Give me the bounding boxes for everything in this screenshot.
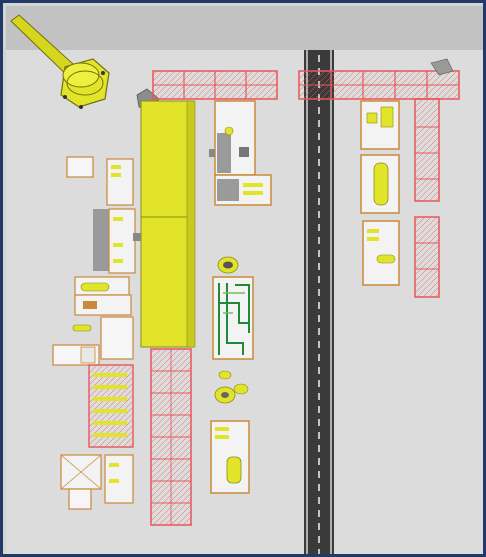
process-module-center-1: [214, 100, 256, 176]
flare-stack-bolt: [101, 71, 105, 75]
yellow-block-upper: [140, 100, 194, 218]
process-module-right-3: [362, 220, 400, 286]
vertical-vessel: [226, 456, 242, 484]
process-module-left-2: [93, 208, 136, 274]
process-module-left-1: [66, 156, 134, 206]
rotating-equipment: [214, 370, 249, 404]
vertical-vessel: [373, 162, 389, 206]
process-module-left-5: [60, 454, 134, 510]
process-module-right-1: [360, 100, 400, 150]
process-module-left-4: [52, 316, 134, 366]
pipe-rack-top-left: [152, 70, 278, 100]
grey-fitting: [133, 233, 141, 241]
horizontal-vessel: [72, 324, 92, 332]
top-band: [6, 6, 483, 50]
flare-stack-ring: [66, 70, 104, 96]
pipe-rack-top-right: [298, 58, 460, 100]
piping-module: [212, 256, 254, 360]
main-equipment-block: [140, 100, 196, 348]
process-module-right-2: [360, 154, 400, 214]
horizontal-vessel: [376, 254, 396, 264]
process-module-center-2: [214, 174, 272, 206]
process-module-center-3: [210, 420, 250, 494]
pump: [224, 126, 234, 136]
grey-fitting: [209, 149, 215, 157]
grey-machine: [430, 58, 454, 76]
flare-stack: [10, 14, 110, 109]
yellow-block-lower: [140, 216, 194, 348]
flare-stack-bolt: [63, 95, 67, 99]
flare-stack-ring: [62, 62, 100, 88]
horizontal-vessel: [80, 282, 110, 292]
pipe-rack-center-vertical: [150, 348, 192, 526]
flare-stack-bolt: [79, 105, 83, 109]
process-module-left-3: [74, 276, 132, 316]
road: [304, 50, 334, 554]
pipe-rack-left-lower: [88, 364, 134, 448]
plant-3d-layout: [6, 6, 483, 554]
pipe-rack-right-vertical: [414, 98, 440, 298]
